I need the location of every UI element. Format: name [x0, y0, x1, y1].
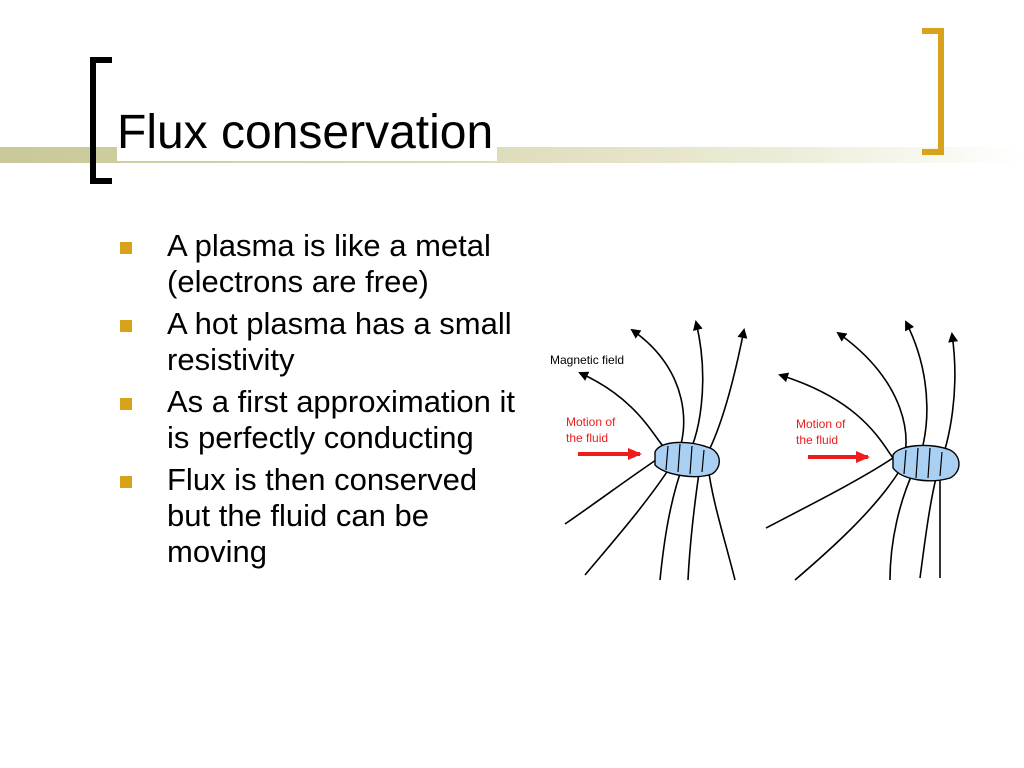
- blob-hatching: [665, 443, 705, 475]
- square-bullet-icon: [120, 476, 132, 488]
- bullet-item: Flux is then conserved but the fluid can…: [117, 462, 527, 570]
- bullet-text: A plasma is like a metal (electrons are …: [167, 228, 491, 299]
- blob-hatching: [903, 447, 943, 479]
- bullet-item: A plasma is like a metal (electrons are …: [117, 228, 527, 300]
- bullet-text: A hot plasma has a small resistivity: [167, 306, 512, 377]
- fluid-blob: [654, 441, 720, 478]
- field-line: [564, 371, 670, 525]
- bullet-item: A hot plasma has a small resistivity: [117, 306, 527, 378]
- bullet-text: Flux is then conserved but the fluid can…: [167, 462, 478, 569]
- square-bullet-icon: [120, 242, 132, 254]
- left-motion-label-line1: Motion of: [566, 415, 616, 429]
- page-title: Flux conservation: [117, 105, 498, 161]
- fluid-blob: [892, 444, 960, 482]
- left-motion-label-line2: the fluid: [566, 431, 608, 445]
- right-motion-label-line2: the fluid: [796, 433, 838, 447]
- square-bullet-icon: [120, 398, 132, 410]
- field-line: [707, 465, 736, 581]
- left-bracket-decoration: [90, 57, 112, 184]
- right-motion-label-line1: Motion of: [796, 417, 846, 431]
- magnetic-field-label: Magnetic field: [550, 353, 624, 367]
- bullet-item: As a first approximation it is perfectly…: [117, 384, 527, 456]
- flux-diagram: Magnetic field Motion of the fluid Motio…: [550, 320, 960, 581]
- bullet-list: A plasma is like a metal (electrons are …: [117, 228, 527, 576]
- right-bracket-decoration: [922, 28, 944, 155]
- square-bullet-icon: [120, 320, 132, 332]
- bullet-text: As a first approximation it is perfectly…: [167, 384, 516, 455]
